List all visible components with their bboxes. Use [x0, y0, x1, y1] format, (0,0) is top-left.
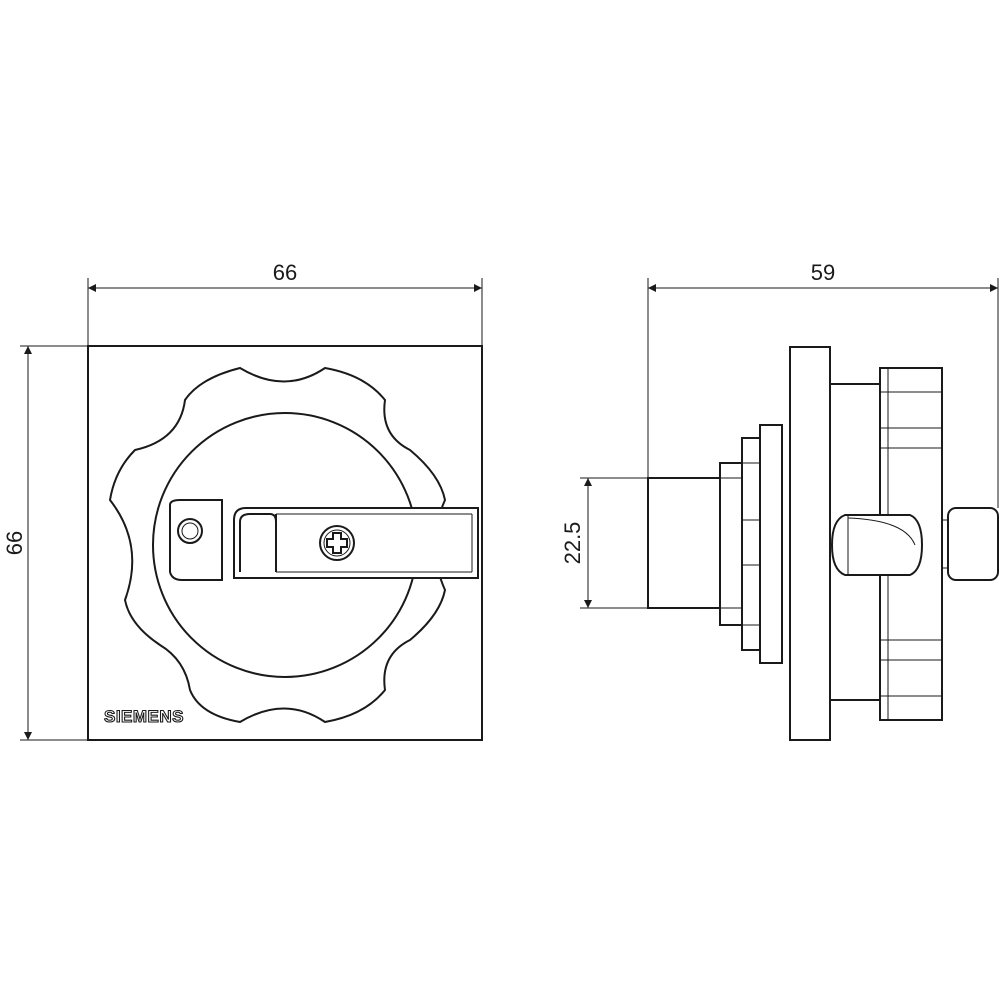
front-plate — [87, 345, 483, 741]
dimension-shaft-height: 22.5 — [560, 477, 648, 609]
shaft — [647, 477, 721, 609]
lock-hole-icon — [177, 518, 203, 544]
dim-side-depth-label: 59 — [811, 260, 835, 285]
collar-flange — [741, 437, 761, 651]
dim-front-height-label: 66 — [2, 531, 27, 555]
collar-outer — [719, 462, 743, 626]
dim-front-width-label: 66 — [273, 260, 297, 285]
lock-hole-inner — [181, 522, 199, 540]
handle-lug — [830, 514, 924, 576]
lock-tab — [169, 499, 223, 581]
front-view: SIEMENS — [87, 345, 483, 741]
screw-icon — [319, 525, 355, 561]
dim-shaft-height-label: 22.5 — [560, 522, 585, 565]
dimension-side-depth: 59 — [647, 260, 999, 508]
dimension-front-width: 66 — [87, 260, 483, 346]
handle-bar — [233, 507, 479, 579]
collar-ring — [759, 424, 783, 664]
knob-outline — [108, 366, 447, 724]
side-view — [647, 346, 999, 741]
dimension-front-height: 66 — [2, 345, 88, 741]
handle-end-side — [947, 507, 999, 581]
side-plate — [789, 346, 831, 741]
brand-label: SIEMENS — [104, 707, 184, 726]
handle-tip — [239, 513, 277, 572]
